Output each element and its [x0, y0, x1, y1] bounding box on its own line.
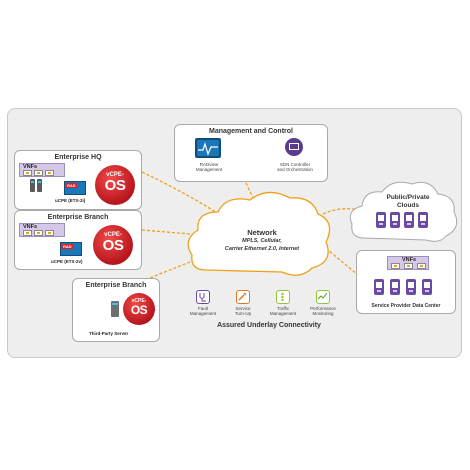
traffic-label-2: Management [269, 311, 297, 316]
management-control-box: Management and Control RADview Managemen… [174, 124, 328, 182]
service-label-2: Turn-Up [234, 311, 252, 316]
vnf-chip [23, 230, 32, 236]
vnf-chip [391, 263, 400, 269]
server-icon [418, 212, 428, 228]
vnf-chip [417, 263, 426, 269]
vnf-tray: VNFs [387, 256, 429, 270]
server-icon [390, 212, 400, 228]
vnf-chip [23, 170, 32, 176]
vnf-label: VNFs [23, 224, 38, 230]
vnf-label: VNFs [23, 164, 38, 170]
fault-label-1: Fault [197, 306, 208, 311]
vnf-chip [404, 263, 413, 269]
enterprise-hq-title: Enterprise HQ [54, 154, 102, 161]
clouds-title-1: Public/Private [386, 194, 430, 201]
sdn-label-2: and Orchestration [277, 167, 313, 172]
clouds-title-2: Clouds [396, 202, 420, 209]
enterprise-branch-title: Enterprise Branch [85, 282, 147, 289]
monitor-chart-icon [285, 138, 303, 156]
performance-label-2: Monitoring [312, 311, 334, 316]
server-icon [111, 301, 119, 317]
vnf-chip [34, 230, 43, 236]
enterprise-branch-title: Enterprise Branch [47, 214, 109, 221]
enterprise-branch-server-box: Enterprise Branch Third-Party Server vCP… [72, 278, 160, 342]
vnf-tray: VNFs [19, 223, 65, 237]
sdn-label-1: SDN Controller [279, 162, 311, 167]
traffic-light-icon [276, 290, 290, 304]
network-title: Network [247, 228, 277, 237]
link-hq [141, 171, 221, 216]
monitor-pulse-icon [195, 138, 221, 158]
ucpe-device-icon: RAD [64, 181, 86, 195]
vnf-chip [45, 230, 54, 236]
network-line1: MPLS, Cellular, [242, 238, 282, 244]
device-label: uCPE (ETX-2i) [55, 198, 86, 203]
device-label: Third-Party Server [89, 331, 129, 336]
monitor-graph-icon [316, 290, 330, 304]
vnf-tray: VNFs [19, 163, 65, 177]
radview-label-1: RADview [199, 162, 219, 167]
management-title: Management and Control [208, 128, 293, 135]
appliance-icon [30, 179, 35, 192]
device-label: uCPE (ETX-2v) [51, 259, 83, 264]
server-icon [404, 212, 414, 228]
link-datacenter [321, 244, 359, 276]
data-center-title: Service Provider Data Center [371, 303, 441, 309]
server-icon [376, 212, 386, 228]
stethoscope-icon [196, 290, 210, 304]
vnf-chip [45, 170, 54, 176]
data-center-box: VNFs Service Provider Data Center [356, 250, 456, 314]
radview-label-2: Management [195, 167, 223, 172]
vcpe-os-logo: vCPE- OS [93, 225, 133, 265]
network-line2: Carrier Ethernet 2.0, Internet [224, 246, 300, 252]
server-icon [390, 279, 400, 295]
vcpe-os-logo: vCPE- OS [95, 165, 135, 205]
vnf-chip [34, 170, 43, 176]
underlay-label: Assured Underlay Connectivity [217, 322, 321, 329]
server-icon [406, 279, 416, 295]
performance-label-1: Performance [310, 306, 336, 311]
server-icon [374, 279, 384, 295]
wrench-icon [236, 290, 250, 304]
enterprise-hq-box: Enterprise HQ VNFs RAD uCPE (ETX-2i) vCP… [14, 150, 142, 210]
enterprise-branch-box: Enterprise Branch VNFs RAD uCPE (ETX-2v)… [14, 210, 142, 270]
ucpe-device-icon: RAD [60, 242, 82, 256]
service-label-1: Service [235, 306, 251, 311]
rad-badge: RAD [62, 244, 73, 249]
server-icon [422, 279, 432, 295]
appliance-icon [37, 179, 42, 192]
vnf-label: VNFs [402, 257, 417, 263]
rad-badge: RAD [66, 183, 77, 188]
traffic-label-1: Traffic [276, 306, 290, 311]
fault-label-2: Management [189, 311, 217, 316]
vcpe-os-logo: vCPE- OS [123, 293, 155, 325]
